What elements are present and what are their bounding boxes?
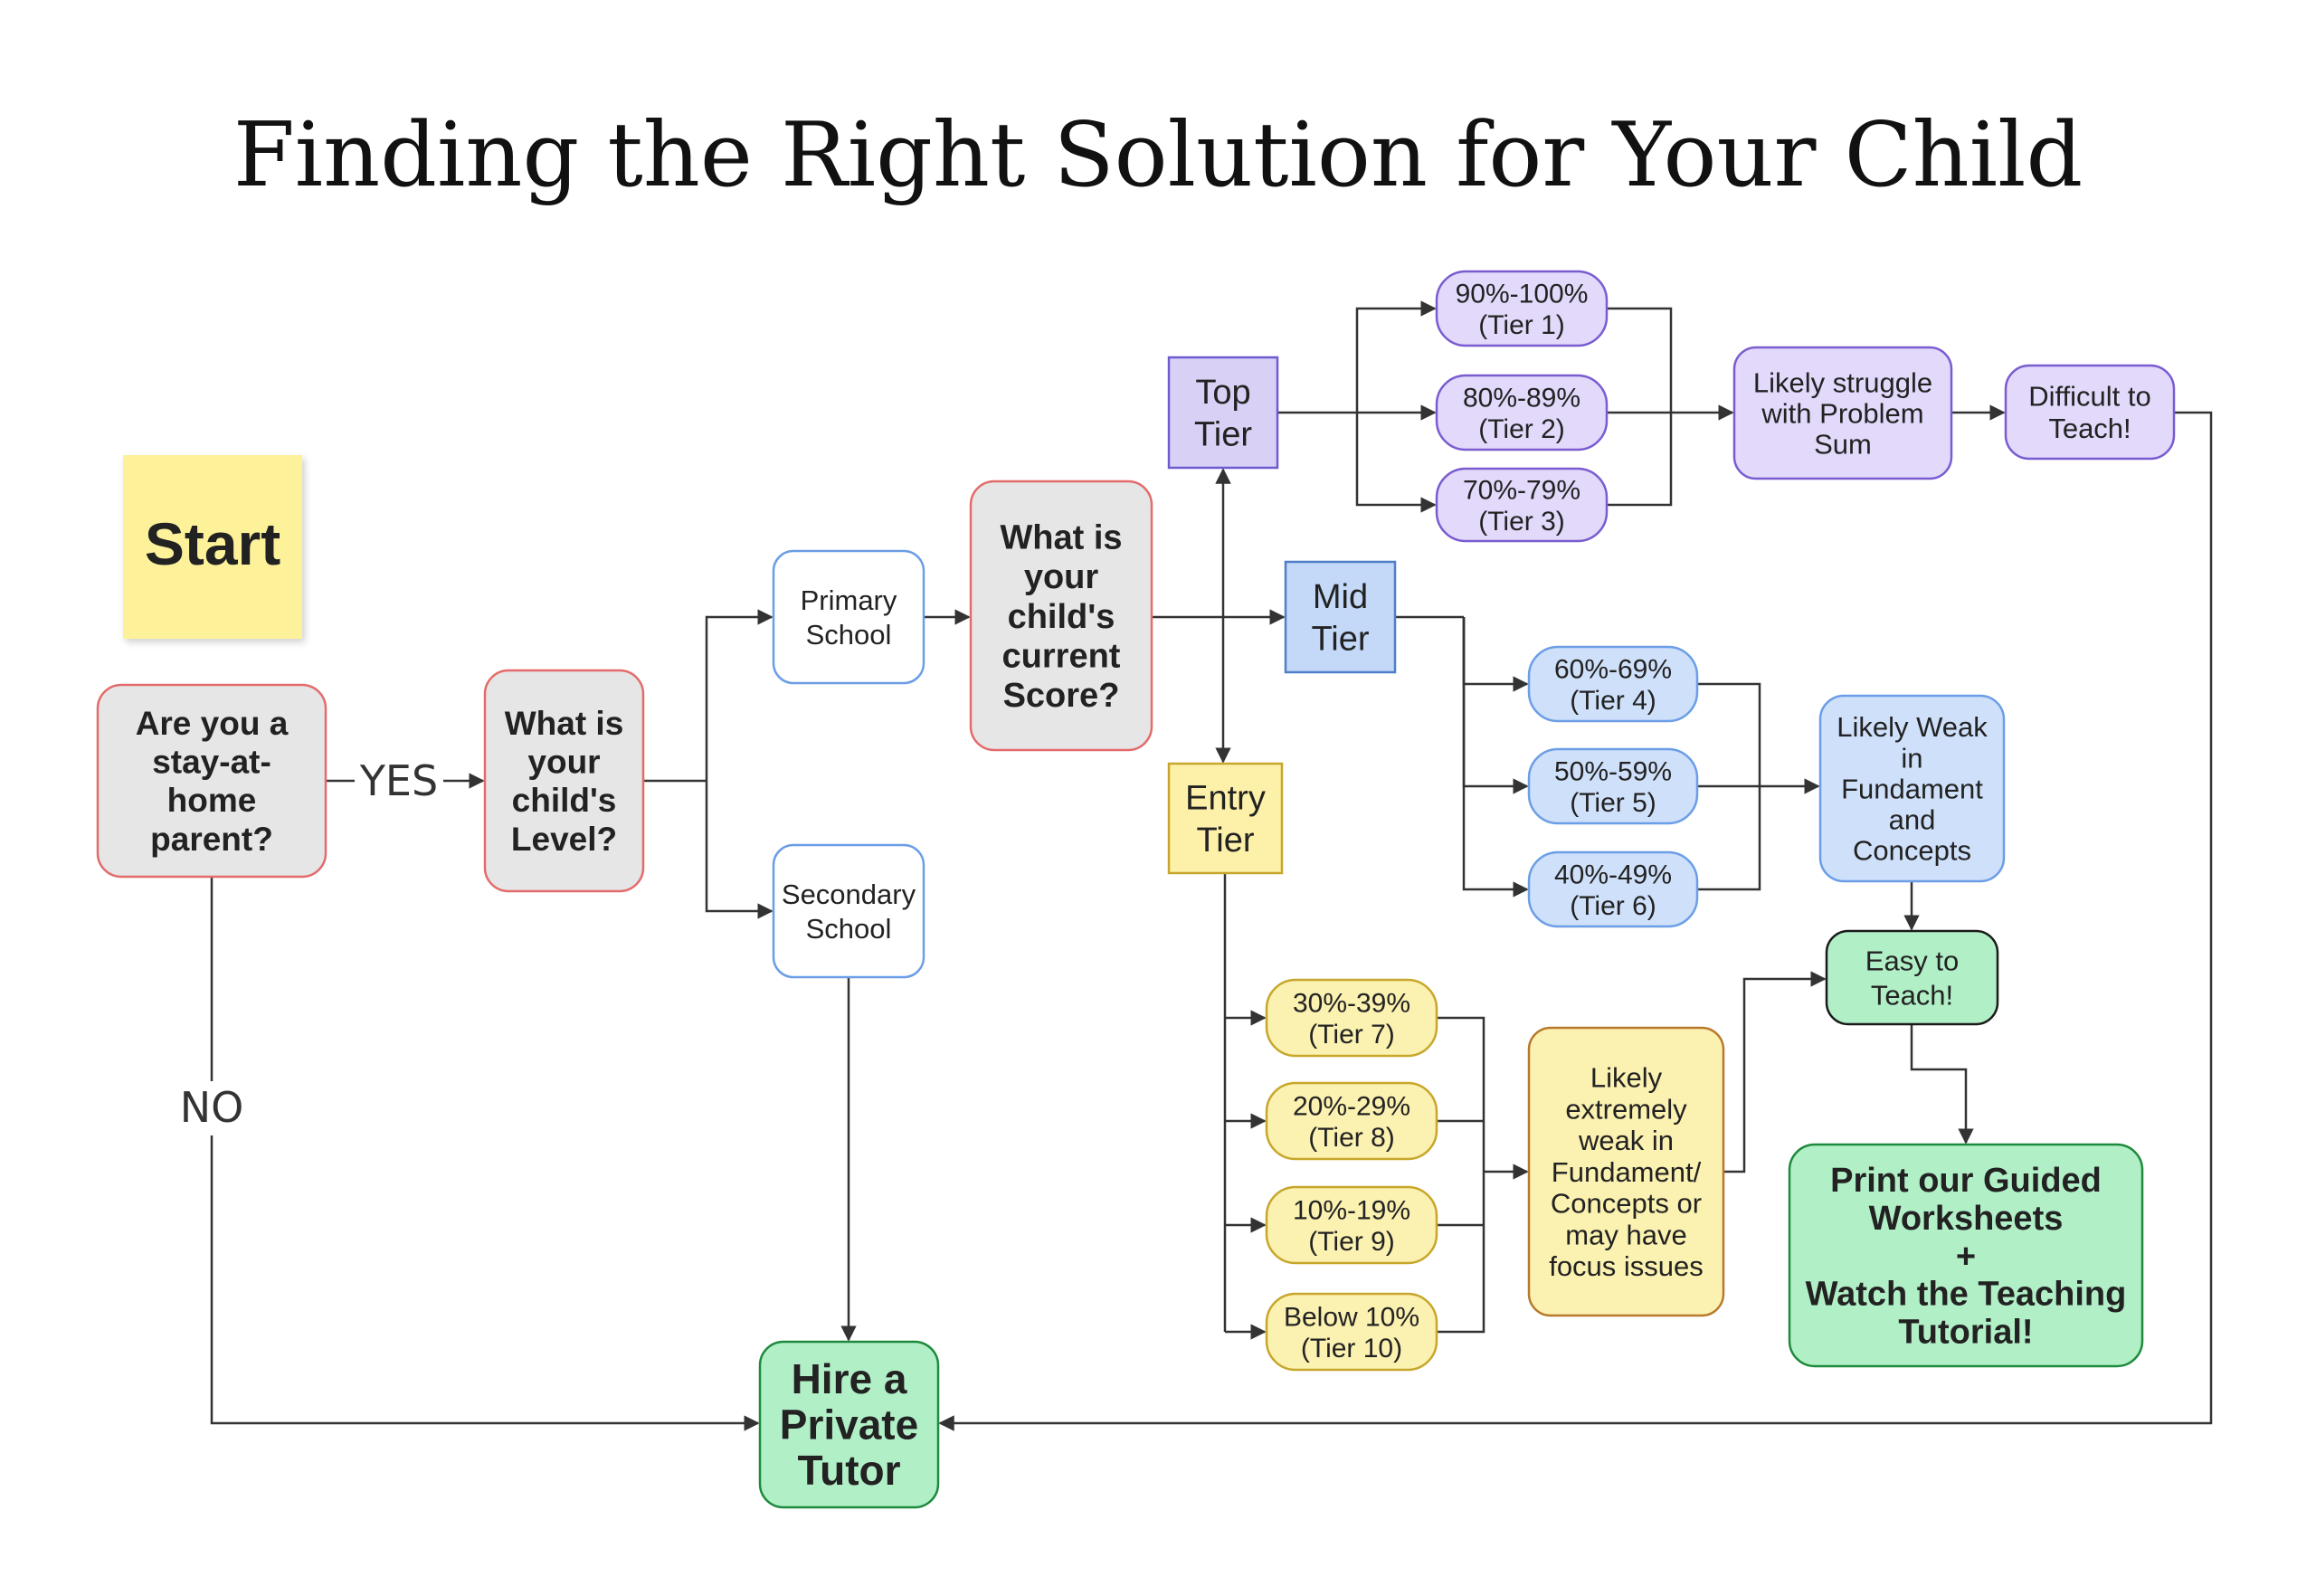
connector-17	[1607, 307, 1673, 507]
tier1-node: 90%-100%(Tier 1)	[1435, 270, 1609, 347]
tier6-node: 40%-49%(Tier 6)	[1527, 850, 1699, 928]
tier10-label: Below 10%(Tier 10)	[1284, 1302, 1419, 1363]
yes-label: YES	[359, 756, 438, 805]
tier7-node: 30%-39%(Tier 7)	[1265, 978, 1438, 1058]
tier9-label: 10%-19%(Tier 9)	[1293, 1195, 1410, 1257]
tier6-label: 40%-49%(Tier 6)	[1554, 860, 1672, 921]
connector-21	[938, 411, 2213, 1431]
tier5-label: 50%-59%(Tier 5)	[1554, 756, 1672, 818]
connector-29	[1910, 1024, 1974, 1145]
tier8-node: 20%-29%(Tier 8)	[1265, 1081, 1438, 1161]
connector-35	[1437, 1016, 1485, 1334]
connector-3	[210, 1135, 760, 1431]
start-sticky-note: Start	[123, 455, 302, 639]
connector-16	[1355, 413, 1437, 513]
connector-24	[1462, 617, 1529, 794]
tier9-node: 10%-19%(Tier 9)	[1265, 1185, 1438, 1265]
tier1-label: 90%-100%(Tier 1)	[1456, 279, 1589, 340]
connector-39	[1723, 971, 1827, 1173]
tier2-label: 80%-89%(Tier 2)	[1463, 383, 1580, 444]
tier3-node: 70%-79%(Tier 3)	[1435, 467, 1609, 543]
connectors: YES NO	[180, 300, 2213, 1431]
tier8-label: 20%-29%(Tier 8)	[1293, 1091, 1410, 1153]
start-label: Start	[145, 510, 280, 577]
connector-25	[1462, 617, 1529, 898]
tier3-label: 70%-79%(Tier 3)	[1463, 475, 1580, 537]
tier7-label: 30%-39%(Tier 7)	[1293, 988, 1410, 1050]
tier2-node: 80%-89%(Tier 2)	[1435, 374, 1609, 451]
tier4-label: 60%-69%(Tier 4)	[1554, 654, 1672, 716]
no-label: NO	[180, 1083, 244, 1132]
page-title: Finding the Right Solution for Your Chil…	[233, 104, 2083, 207]
connector-5	[705, 609, 774, 781]
connector-6	[705, 781, 774, 919]
tier4-node: 60%-69%(Tier 4)	[1527, 645, 1699, 723]
connector-14	[1355, 300, 1437, 413]
tier10-node: Below 10%(Tier 10)	[1265, 1292, 1438, 1372]
connector-23	[1462, 617, 1529, 692]
tier5-node: 50%-59%(Tier 5)	[1527, 747, 1699, 825]
